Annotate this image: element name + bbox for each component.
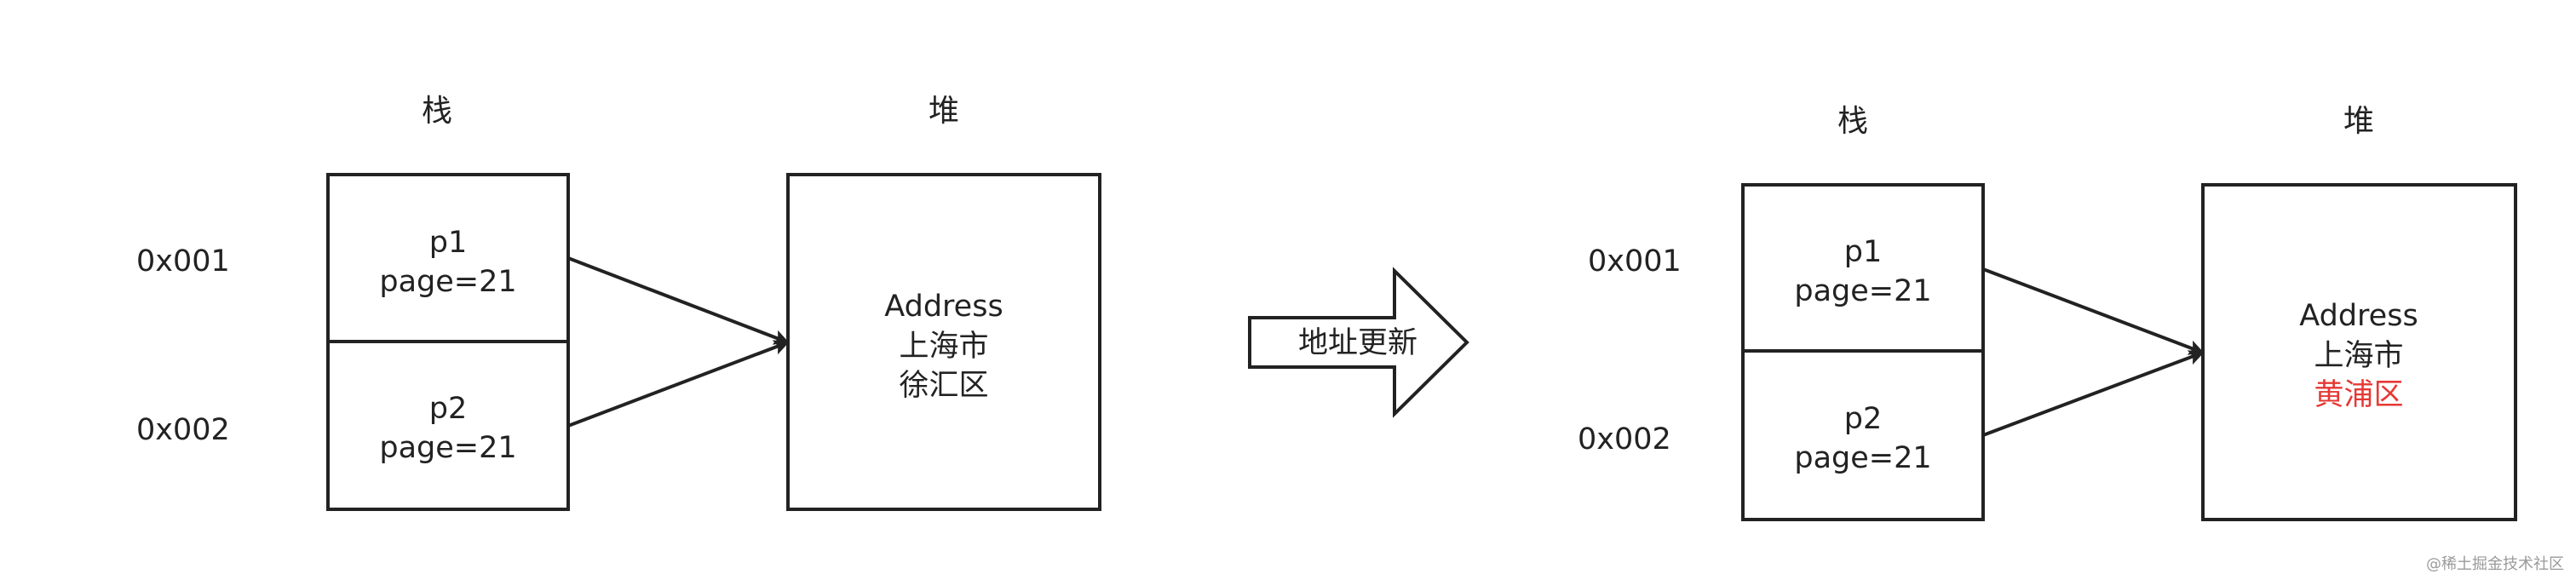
before-address-0x002: 0x002 bbox=[136, 413, 230, 447]
before-heap-line-1: Address bbox=[884, 290, 1003, 324]
after-arrow-p2-to-heap bbox=[1982, 350, 2205, 437]
before-diagram: 栈 堆 0x001 0x002 p1 page=21 p2 page=21 Ad… bbox=[136, 94, 1101, 511]
before-address-0x001: 0x001 bbox=[136, 244, 230, 279]
transition-label: 地址更新 bbox=[1298, 326, 1417, 360]
before-stack-label: 栈 bbox=[422, 94, 452, 129]
before-stack-cell-p1 bbox=[326, 173, 570, 343]
before-p2-page: page=21 bbox=[379, 431, 516, 465]
before-arrow-p1-to-heap bbox=[567, 256, 790, 345]
before-stack-cell-p2 bbox=[326, 340, 570, 511]
after-heap-box bbox=[2201, 183, 2517, 521]
transition-arrow: 地址更新 bbox=[1248, 267, 1469, 418]
after-diagram: 栈 堆 0x001 0x002 p1 page=21 p2 page=21 Ad… bbox=[1578, 104, 2517, 521]
after-stack-cell-p1 bbox=[1741, 183, 1985, 353]
before-heap-label: 堆 bbox=[929, 94, 959, 129]
before-arrow-p2-to-heap bbox=[567, 340, 790, 428]
after-p2-page: page=21 bbox=[1794, 441, 1931, 475]
before-heap-box bbox=[786, 173, 1101, 511]
after-stack-label: 栈 bbox=[1837, 104, 1868, 139]
before-p1-name: p1 bbox=[429, 226, 468, 260]
before-heap-line-2: 上海市 bbox=[899, 330, 988, 364]
watermark: @稀土掘金技术社区 bbox=[2426, 555, 2564, 573]
after-address-0x002: 0x002 bbox=[1578, 422, 1671, 457]
before-p1-page: page=21 bbox=[379, 265, 516, 299]
after-heap-line-1: Address bbox=[2299, 299, 2418, 333]
before-heap-line-3: 徐汇区 bbox=[899, 369, 988, 403]
after-p1-page: page=21 bbox=[1794, 274, 1931, 308]
after-p1-name: p1 bbox=[1844, 235, 1883, 269]
after-address-0x001: 0x001 bbox=[1588, 244, 1682, 279]
before-p2-name: p2 bbox=[429, 392, 468, 426]
after-p2-name: p2 bbox=[1844, 402, 1883, 436]
after-heap-line-2: 上海市 bbox=[2314, 339, 2403, 373]
block-arrow-shape bbox=[1248, 267, 1469, 418]
after-heap-label: 堆 bbox=[2343, 104, 2374, 139]
after-heap-line-3-highlight: 黄浦区 bbox=[2314, 378, 2403, 412]
after-arrow-p1-to-heap bbox=[1982, 267, 2205, 355]
